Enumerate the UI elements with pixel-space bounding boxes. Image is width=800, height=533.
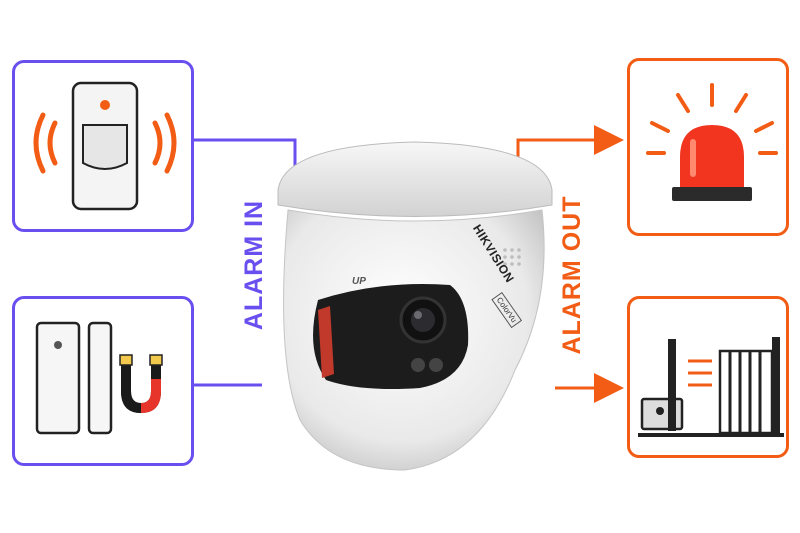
magnetic-door-contact-icon [35,321,163,435]
camera-up-mark: UP [352,276,366,287]
sliding-gate-icon [638,337,784,437]
alarm-out-label: ALARM OUT [558,195,586,355]
siren-light-icon [646,83,778,201]
input-line-top [194,138,297,172]
input-box-door-contact [12,296,194,466]
pir-motion-sensor-icon [33,81,177,211]
output-box-gate [627,296,789,458]
output-box-siren [627,58,789,236]
alarm-in-label: ALARM IN [240,199,268,331]
input-box-motion-sensor [12,60,194,232]
